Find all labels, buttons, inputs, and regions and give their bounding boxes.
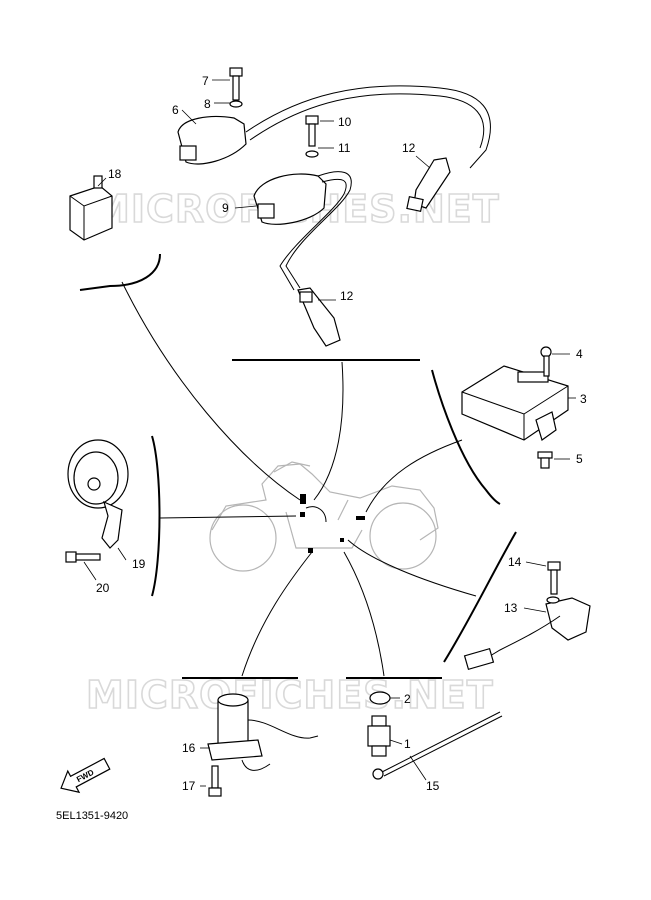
connector-line-neutral bbox=[343, 551, 385, 677]
callout-17: 17 bbox=[182, 779, 196, 793]
callout-4: 4 bbox=[576, 347, 583, 361]
motorcycle-silhouette bbox=[209, 461, 439, 572]
plug-cap-12-lower bbox=[297, 287, 341, 347]
bolt-10 bbox=[305, 115, 319, 147]
callout-2: 2 bbox=[404, 692, 411, 706]
ignition-coil-9 bbox=[253, 171, 352, 291]
bolt-14 bbox=[546, 561, 561, 604]
connector-line-switch bbox=[241, 551, 313, 677]
callout-14: 14 bbox=[508, 555, 522, 569]
washer-8 bbox=[229, 100, 243, 108]
bolt-20 bbox=[65, 551, 101, 563]
callout-11: 11 bbox=[338, 141, 351, 155]
connector-line-ecu bbox=[121, 281, 301, 501]
diagram-code: 5EL1351-9420 bbox=[56, 810, 128, 822]
bracket-top-left bbox=[79, 253, 161, 291]
sensor-13 bbox=[463, 597, 591, 671]
gasket-2 bbox=[369, 691, 391, 705]
callout-8: 8 bbox=[204, 97, 211, 111]
callout-1: 1 bbox=[404, 737, 411, 751]
mount-markers bbox=[300, 494, 365, 553]
callout-16: 16 bbox=[182, 741, 196, 755]
unit-18 bbox=[69, 175, 113, 241]
bracket-left bbox=[151, 435, 161, 597]
fwd-arrow-icon: FWD bbox=[60, 757, 111, 794]
callout-9: 9 bbox=[222, 201, 229, 215]
connector-line-horn bbox=[159, 515, 297, 519]
bolt-17 bbox=[208, 765, 222, 797]
bracket-lower-right bbox=[443, 531, 517, 663]
cdi-unit-3 bbox=[461, 365, 569, 441]
connector-line-coils bbox=[313, 361, 344, 501]
callout-5: 5 bbox=[576, 452, 583, 466]
ignition-coil-6 bbox=[177, 85, 491, 169]
connector-line-cdi bbox=[365, 439, 463, 513]
switch-16 bbox=[207, 693, 319, 771]
grommet-5 bbox=[537, 451, 553, 469]
switch-1 bbox=[367, 715, 391, 757]
callout-18: 18 bbox=[108, 167, 122, 181]
callout-20: 20 bbox=[96, 581, 110, 595]
watermark-bottom: MICROFICHES.NET bbox=[86, 673, 494, 717]
horn-19 bbox=[67, 439, 129, 549]
screw-4 bbox=[540, 346, 552, 377]
callout-12-lower: 12 bbox=[340, 289, 354, 303]
bolt-7 bbox=[229, 67, 243, 101]
plug-cap-12-upper bbox=[406, 157, 451, 213]
callout-12-upper: 12 bbox=[402, 141, 416, 155]
callout-7: 7 bbox=[202, 74, 209, 88]
callout-10: 10 bbox=[338, 115, 352, 129]
connector-line-sensor bbox=[347, 539, 477, 597]
callout-3: 3 bbox=[580, 392, 587, 406]
callout-15: 15 bbox=[426, 779, 440, 793]
leader-lines bbox=[83, 79, 576, 787]
callout-6: 6 bbox=[172, 103, 179, 117]
bracket-right bbox=[431, 369, 501, 505]
lead-15 bbox=[372, 711, 503, 780]
callout-13: 13 bbox=[504, 601, 518, 615]
washer-11 bbox=[305, 150, 319, 158]
callout-19: 19 bbox=[132, 557, 146, 571]
